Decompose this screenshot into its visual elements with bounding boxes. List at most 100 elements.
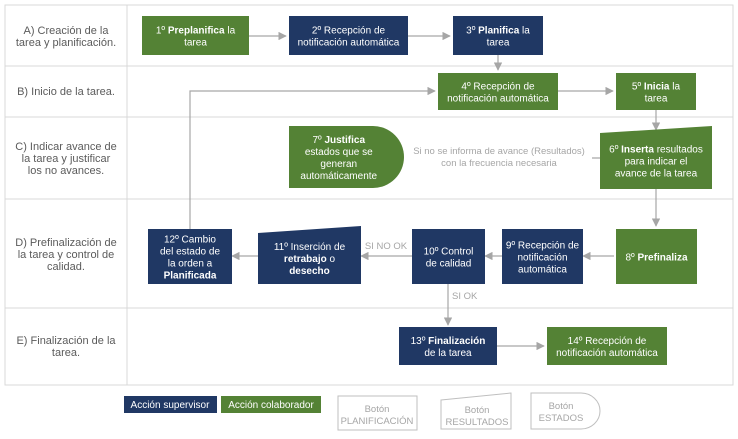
- button-resultados-shape: [440, 392, 512, 430]
- node-label-text: 4º Recepción de: [461, 82, 535, 93]
- node-label-text: la: [519, 26, 530, 37]
- text-line: con la frecuencia necesaria: [441, 158, 557, 169]
- text-line: RESULTADOS: [446, 417, 509, 428]
- node-shape: [258, 226, 361, 284]
- text-line: B) Inicio de la tarea.: [17, 86, 115, 98]
- node-label-bold: Prefinaliza: [637, 253, 687, 264]
- edge-label-bg: [450, 290, 480, 302]
- node-label-text: del estado de: [160, 247, 220, 258]
- node-shape: [438, 73, 558, 110]
- text-line: Botón: [549, 401, 574, 412]
- edge-label-si-no-ok: SI NO OK: [365, 241, 408, 252]
- node-label-text: 8º: [625, 253, 637, 264]
- node-label-text: la: [670, 82, 681, 93]
- node-label-bold: Planifica: [478, 26, 520, 37]
- node-shape: [142, 16, 249, 55]
- node-label-text: 12º Cambio: [164, 235, 216, 246]
- node-label-bold: desecho: [289, 266, 330, 277]
- node-shape: [502, 229, 583, 284]
- text-line: la tarea y justificar: [22, 153, 111, 165]
- node-label-bold: Preplanifica: [168, 26, 225, 37]
- text-line: Botón: [365, 404, 390, 415]
- node-label-text: generan: [320, 159, 357, 170]
- button-planificacion-shape: [337, 395, 418, 431]
- legend-collaborator-label: Acción colaborador: [228, 400, 314, 411]
- edge-label-si-ok: SI OK: [452, 291, 478, 302]
- node-label-text: tarea: [645, 94, 668, 105]
- node-label-text: 7º: [312, 135, 324, 146]
- node-label-text: 13º: [411, 336, 429, 347]
- node-label-text: 5º: [632, 82, 644, 93]
- text-line: A) Creación de la: [24, 25, 110, 37]
- text-line: Botón: [465, 405, 490, 416]
- node-label-text: 9º Recepción de: [506, 241, 580, 252]
- node-shape: [148, 229, 232, 284]
- text-line: tarea y planificación.: [16, 37, 116, 49]
- node-label-bold: Inserta: [621, 145, 654, 156]
- node-shape: [547, 327, 667, 365]
- node-label-bold: Justifica: [324, 135, 365, 146]
- node-label-text: 3º: [466, 26, 478, 37]
- node-label-text: tarea: [487, 38, 510, 49]
- node-label-text: resultados: [654, 145, 703, 156]
- text-line: tarea.: [52, 347, 80, 359]
- text-line: la tarea y control de: [18, 249, 115, 261]
- node-label: 8º Prefinaliza: [625, 253, 687, 264]
- legend-supervisor-swatch: [124, 396, 217, 413]
- node-label-text: automáticamente: [300, 171, 377, 182]
- node-label-bold: Planificada: [164, 271, 217, 282]
- node-label-text: o: [327, 254, 336, 265]
- node-label-text: 14º Recepción de: [568, 336, 647, 347]
- node-label-bold: retrabajo: [284, 254, 327, 265]
- node-label-text: notificación automática: [447, 94, 549, 105]
- node-label-text: de calidad: [426, 259, 472, 270]
- legend: Acción supervisor Acción colaborador: [124, 396, 321, 413]
- edge-label-bg: [364, 240, 408, 252]
- node-label-text: de la tarea: [424, 348, 472, 359]
- node-shape: [289, 16, 408, 55]
- node-shape: [453, 16, 543, 55]
- node-8-prefinaliza: 8º Prefinaliza: [616, 229, 697, 284]
- legend-supervisor-label: Acción supervisor: [131, 400, 211, 411]
- node-label-text: notificación: [517, 253, 567, 264]
- node-label-bold: Inicia: [644, 82, 670, 93]
- lane-e: [4, 307, 734, 386]
- swimlanes: [4, 4, 734, 386]
- node-label-text: 10º Control: [424, 247, 474, 258]
- node-label-text: la orden a: [168, 259, 213, 270]
- node-label-text: notificación automática: [298, 38, 400, 49]
- lane-label-b: B) Inicio de la tarea.: [17, 86, 115, 98]
- node-shape: [289, 126, 404, 188]
- node-label-text: 11º Inserción de: [274, 242, 346, 253]
- node-label-text: la: [225, 26, 236, 37]
- node-label-text: automática: [518, 265, 567, 276]
- text-line: D) Prefinalización de: [15, 237, 117, 249]
